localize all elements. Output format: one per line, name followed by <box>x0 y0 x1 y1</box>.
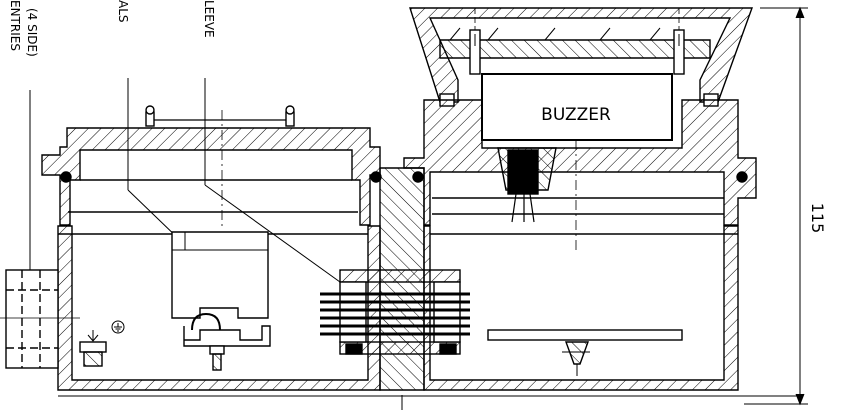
mounting-plate <box>487 329 683 341</box>
left-enclosure <box>0 105 800 397</box>
left-entry-boss <box>0 269 80 369</box>
right-body <box>423 225 739 391</box>
right-enclosure: BUZZER <box>403 7 757 391</box>
label-seals: ALS <box>116 0 130 23</box>
buzzer-body <box>481 73 673 141</box>
right-upper-housing <box>403 99 757 226</box>
label-entries-1: ENTRIES <box>8 0 22 51</box>
dimension-115 <box>744 6 808 406</box>
earth-ground-icon <box>111 320 125 334</box>
left-lid <box>41 127 381 226</box>
earth-screw <box>79 330 107 367</box>
buzzer-gland <box>497 147 557 223</box>
buzzer-label: BUZZER <box>541 105 611 125</box>
left-body <box>57 225 381 391</box>
lid-screw-left <box>145 105 155 127</box>
dimension-label: 115 <box>808 203 827 234</box>
label-sleeve: LEEVE <box>202 0 216 38</box>
plate-screw <box>565 341 589 365</box>
terminal-block <box>171 231 269 319</box>
din-rail <box>183 325 271 347</box>
label-entries-2: (4 SIDE) <box>25 8 39 57</box>
lid-screw-right <box>285 105 295 127</box>
